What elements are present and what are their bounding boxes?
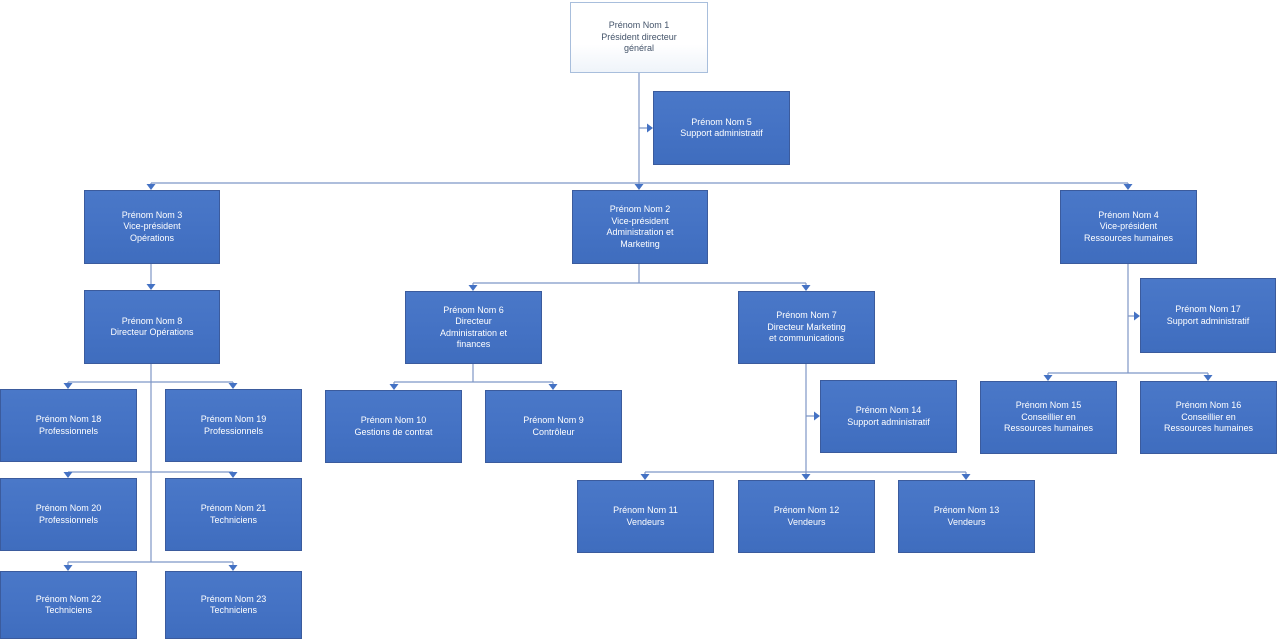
org-node-n17[interactable]: Prénom Nom 17 Support administratif	[1140, 278, 1276, 353]
org-node-n3[interactable]: Prénom Nom 3 Vice-président Opérations	[84, 190, 220, 264]
org-node-n13[interactable]: Prénom Nom 13 Vendeurs	[898, 480, 1035, 553]
org-node-n5[interactable]: Prénom Nom 5 Support administratif	[653, 91, 790, 165]
org-node-n8[interactable]: Prénom Nom 8 Directeur Opérations	[84, 290, 220, 364]
org-node-n10[interactable]: Prénom Nom 10 Gestions de contrat	[325, 390, 462, 463]
org-node-n22[interactable]: Prénom Nom 22 Techniciens	[0, 571, 137, 639]
org-node-n14[interactable]: Prénom Nom 14 Support administratif	[820, 380, 957, 453]
org-node-n21[interactable]: Prénom Nom 21 Techniciens	[165, 478, 302, 551]
org-node-n4[interactable]: Prénom Nom 4 Vice-président Ressources h…	[1060, 190, 1197, 264]
org-node-n16[interactable]: Prénom Nom 16 Conseillier en Ressources …	[1140, 381, 1277, 454]
org-node-n7[interactable]: Prénom Nom 7 Directeur Marketing et comm…	[738, 291, 875, 364]
org-node-n11[interactable]: Prénom Nom 11 Vendeurs	[577, 480, 714, 553]
org-node-n9[interactable]: Prénom Nom 9 Contrôleur	[485, 390, 622, 463]
org-node-n1[interactable]: Prénom Nom 1 Président directeur général	[570, 2, 708, 73]
org-node-n18[interactable]: Prénom Nom 18 Professionnels	[0, 389, 137, 462]
org-node-n23[interactable]: Prénom Nom 23 Techniciens	[165, 571, 302, 639]
org-node-n2[interactable]: Prénom Nom 2 Vice-président Administrati…	[572, 190, 708, 264]
org-node-n12[interactable]: Prénom Nom 12 Vendeurs	[738, 480, 875, 553]
org-node-n15[interactable]: Prénom Nom 15 Conseillier en Ressources …	[980, 381, 1117, 454]
org-node-n20[interactable]: Prénom Nom 20 Professionnels	[0, 478, 137, 551]
org-node-n6[interactable]: Prénom Nom 6 Directeur Administration et…	[405, 291, 542, 364]
org-node-n19[interactable]: Prénom Nom 19 Professionnels	[165, 389, 302, 462]
